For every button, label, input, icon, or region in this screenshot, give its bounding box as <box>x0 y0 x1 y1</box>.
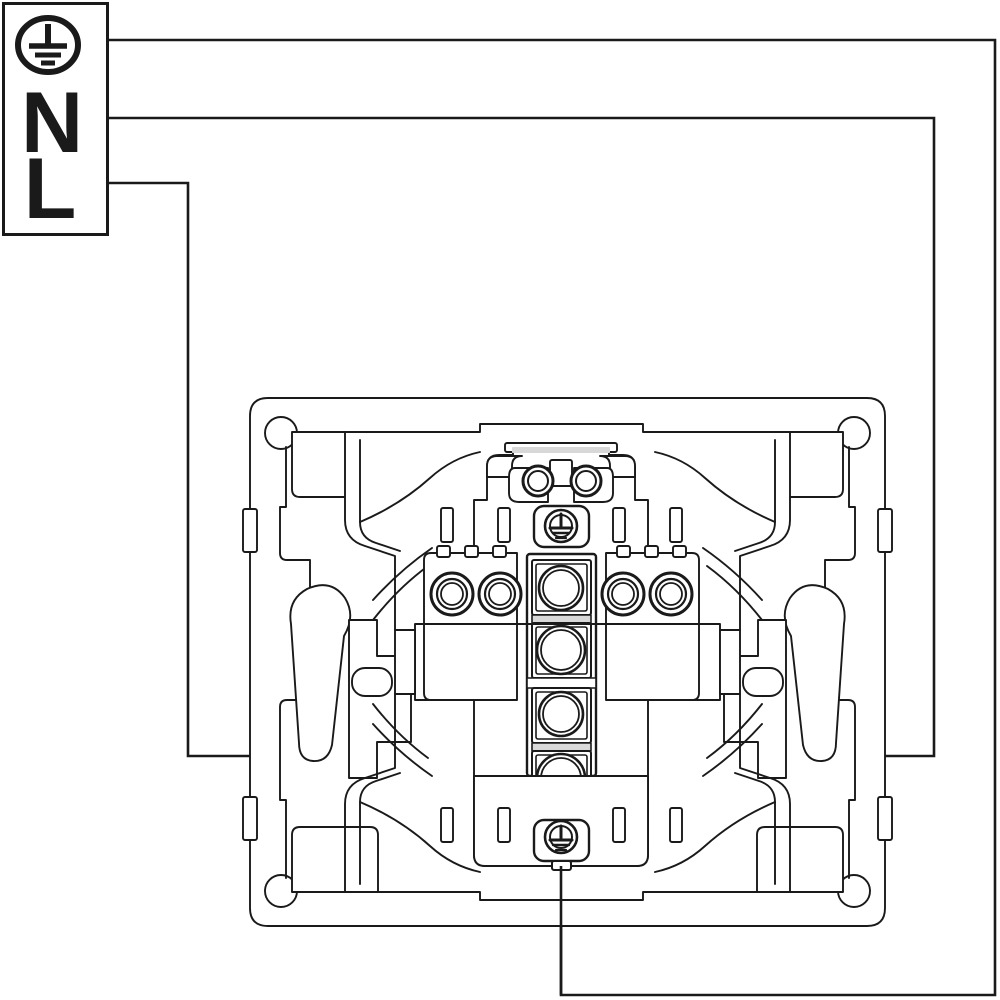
frame-notch-right-top <box>877 508 893 553</box>
frame-notch-left-bottom <box>242 796 258 841</box>
center-terminal-strip <box>525 552 598 807</box>
vent-slot-lr-1 <box>612 807 626 843</box>
body-side-panel-left <box>394 629 416 695</box>
vent-slot-ll-2 <box>497 807 511 843</box>
right-terminal-block <box>600 545 700 701</box>
claw-right-slot <box>742 667 784 697</box>
vent-slot-ul-1 <box>440 507 454 543</box>
legend-label-neutral: N <box>21 75 83 171</box>
earth-ground-symbol <box>15 15 81 75</box>
supply-terminal-legend: N L <box>2 2 109 237</box>
double-rocker-wall-switch-module <box>242 397 893 927</box>
top-terminal-pair <box>508 459 614 503</box>
switch-body-lower-detail <box>359 703 776 885</box>
legend-label-live: L <box>24 141 77 237</box>
frame-inner-cutout-bottom-left <box>291 826 379 893</box>
earth-screw-top <box>532 504 591 549</box>
earth-screw-bottom <box>532 818 591 871</box>
top-clamp-bar <box>486 442 636 478</box>
vent-slot-ur-1 <box>612 507 626 543</box>
vent-slot-ul-2 <box>497 507 511 543</box>
switch-body-upper-detail <box>359 439 776 621</box>
vent-slot-lr-2 <box>669 807 683 843</box>
frame-notch-right-bottom <box>877 796 893 841</box>
vent-slot-ll-1 <box>440 807 454 843</box>
frame-inner-cutout-bottom-right <box>756 826 844 893</box>
frame-notch-left-top <box>242 508 258 553</box>
left-terminal-block <box>423 545 523 701</box>
claw-left-slot <box>351 667 393 697</box>
body-side-panel-right <box>719 629 741 695</box>
vent-slot-ur-2 <box>669 507 683 543</box>
